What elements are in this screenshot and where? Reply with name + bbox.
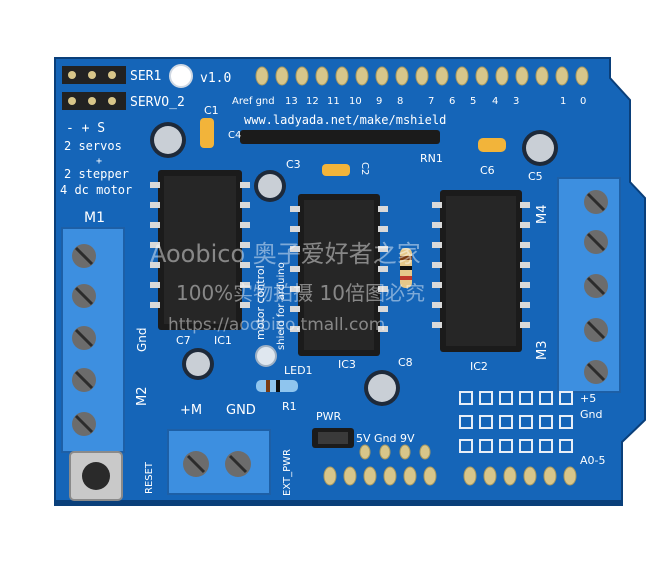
pin-label: 6: [449, 96, 455, 107]
reset-button[interactable]: [69, 451, 123, 501]
watermark-line-2: 100%实物拍摄 10倍图必究: [176, 281, 425, 305]
label-c8: C8: [398, 356, 413, 369]
analog-grid-pads: [459, 391, 573, 453]
label-gnd-right: Gnd: [580, 408, 602, 421]
label-polarity: - + S: [66, 121, 105, 136]
label-pwr: PWR: [316, 410, 342, 423]
pin-label: 7: [428, 96, 434, 107]
label-shield-arduino: shield for arduino: [276, 262, 287, 350]
label-c1: C1: [204, 104, 219, 117]
label-c4: C4: [228, 130, 241, 141]
terminal-block-power: [167, 429, 271, 495]
label-aref-gnd: Aref gnd: [232, 96, 275, 107]
pin-label: 12: [306, 96, 319, 107]
label-plus-m: +M: [180, 403, 202, 418]
mounting-hole: [169, 64, 193, 88]
resistor-r1: [256, 380, 298, 392]
ic1-chip: [158, 170, 242, 330]
cap-c1: [200, 118, 214, 148]
ic2-chip: [440, 190, 522, 352]
label-c6: C6: [480, 164, 495, 177]
label-gnd-left: Gnd: [135, 327, 149, 352]
terminal-block-m1-m2: [61, 227, 125, 453]
watermark-line-3: https://aoobico.tmall.com: [168, 315, 385, 335]
terminal-block-m3-m4: [557, 177, 621, 393]
pin-label: 10: [349, 96, 362, 107]
label-ser1: SER1: [130, 69, 161, 84]
watermark-line-1: Aoobico 奥子爱好者之家: [150, 240, 421, 268]
pin-label: 3: [513, 96, 519, 107]
label-a05: A0-5: [580, 454, 606, 467]
label-m4: M4: [535, 205, 550, 225]
label-version: v1.0: [200, 71, 231, 86]
electrolytic-cap-c3: [254, 170, 286, 202]
pin-label: 11: [327, 96, 340, 107]
electrolytic-cap-top-left: [150, 122, 186, 158]
label-plus: +: [96, 156, 102, 167]
pin-label: 4: [492, 96, 498, 107]
label-c3: C3: [286, 158, 301, 171]
electrolytic-cap-c8: [364, 370, 400, 406]
pcb-shadow-edge: [55, 500, 622, 506]
label-c5: C5: [528, 170, 543, 183]
electrolytic-cap-c7: [182, 348, 214, 380]
pin-label: 13: [285, 96, 298, 107]
label-rn1: RN1: [420, 152, 443, 165]
digital-header-pads: [255, 66, 589, 86]
label-c7: C7: [176, 334, 191, 347]
label-c2: C2: [359, 162, 370, 175]
label-motor-control: motor control: [254, 265, 267, 340]
servo-header-2: [62, 92, 126, 110]
label-servo2: SERVO_2: [130, 95, 185, 110]
label-r1: R1: [282, 400, 297, 413]
pwr-jumper[interactable]: [312, 428, 354, 448]
label-reset: RESET: [144, 461, 155, 494]
led1: [255, 345, 277, 367]
pin-label: 8: [397, 96, 403, 107]
resistor-network-rn1: [240, 130, 440, 144]
servo-header-1: [62, 66, 126, 84]
label-m2: M2: [135, 387, 150, 407]
label-ic3: IC3: [338, 358, 356, 371]
pin-label: 9: [376, 96, 382, 107]
label-m1: M1: [84, 210, 105, 226]
electrolytic-cap-c5: [522, 130, 558, 166]
label-power-row: 5V Gnd 9V: [356, 432, 415, 445]
label-plus5: +5: [580, 392, 596, 405]
label-dc-motor: 4 dc motor: [60, 183, 132, 197]
label-gnd-bottom: GND: [226, 403, 256, 418]
label-ic2: IC2: [470, 360, 488, 373]
cap-c6: [478, 138, 506, 152]
label-url: www.ladyada.net/make/mshield: [244, 113, 446, 127]
label-led1: LED1: [284, 364, 313, 377]
cap-c2: [322, 164, 350, 176]
label-servos: 2 servos: [64, 139, 122, 153]
label-steppers: 2 stepper: [64, 167, 129, 181]
label-ext-pwr: EXT_PWR: [282, 449, 293, 496]
pin-label: 0: [580, 96, 586, 107]
digital-pin-labels: 13 12 11 10 9 8 7 6 5 4 3 1 0: [285, 96, 586, 107]
resistor-vertical: [400, 248, 412, 288]
label-m3: M3: [535, 341, 550, 361]
analog-header-pads: [323, 444, 577, 486]
label-ic1: IC1: [214, 334, 232, 347]
pin-label: 5: [470, 96, 476, 107]
ic-pins: [150, 182, 530, 332]
ic3-chip: [298, 194, 380, 356]
pin-label: 1: [560, 96, 566, 107]
